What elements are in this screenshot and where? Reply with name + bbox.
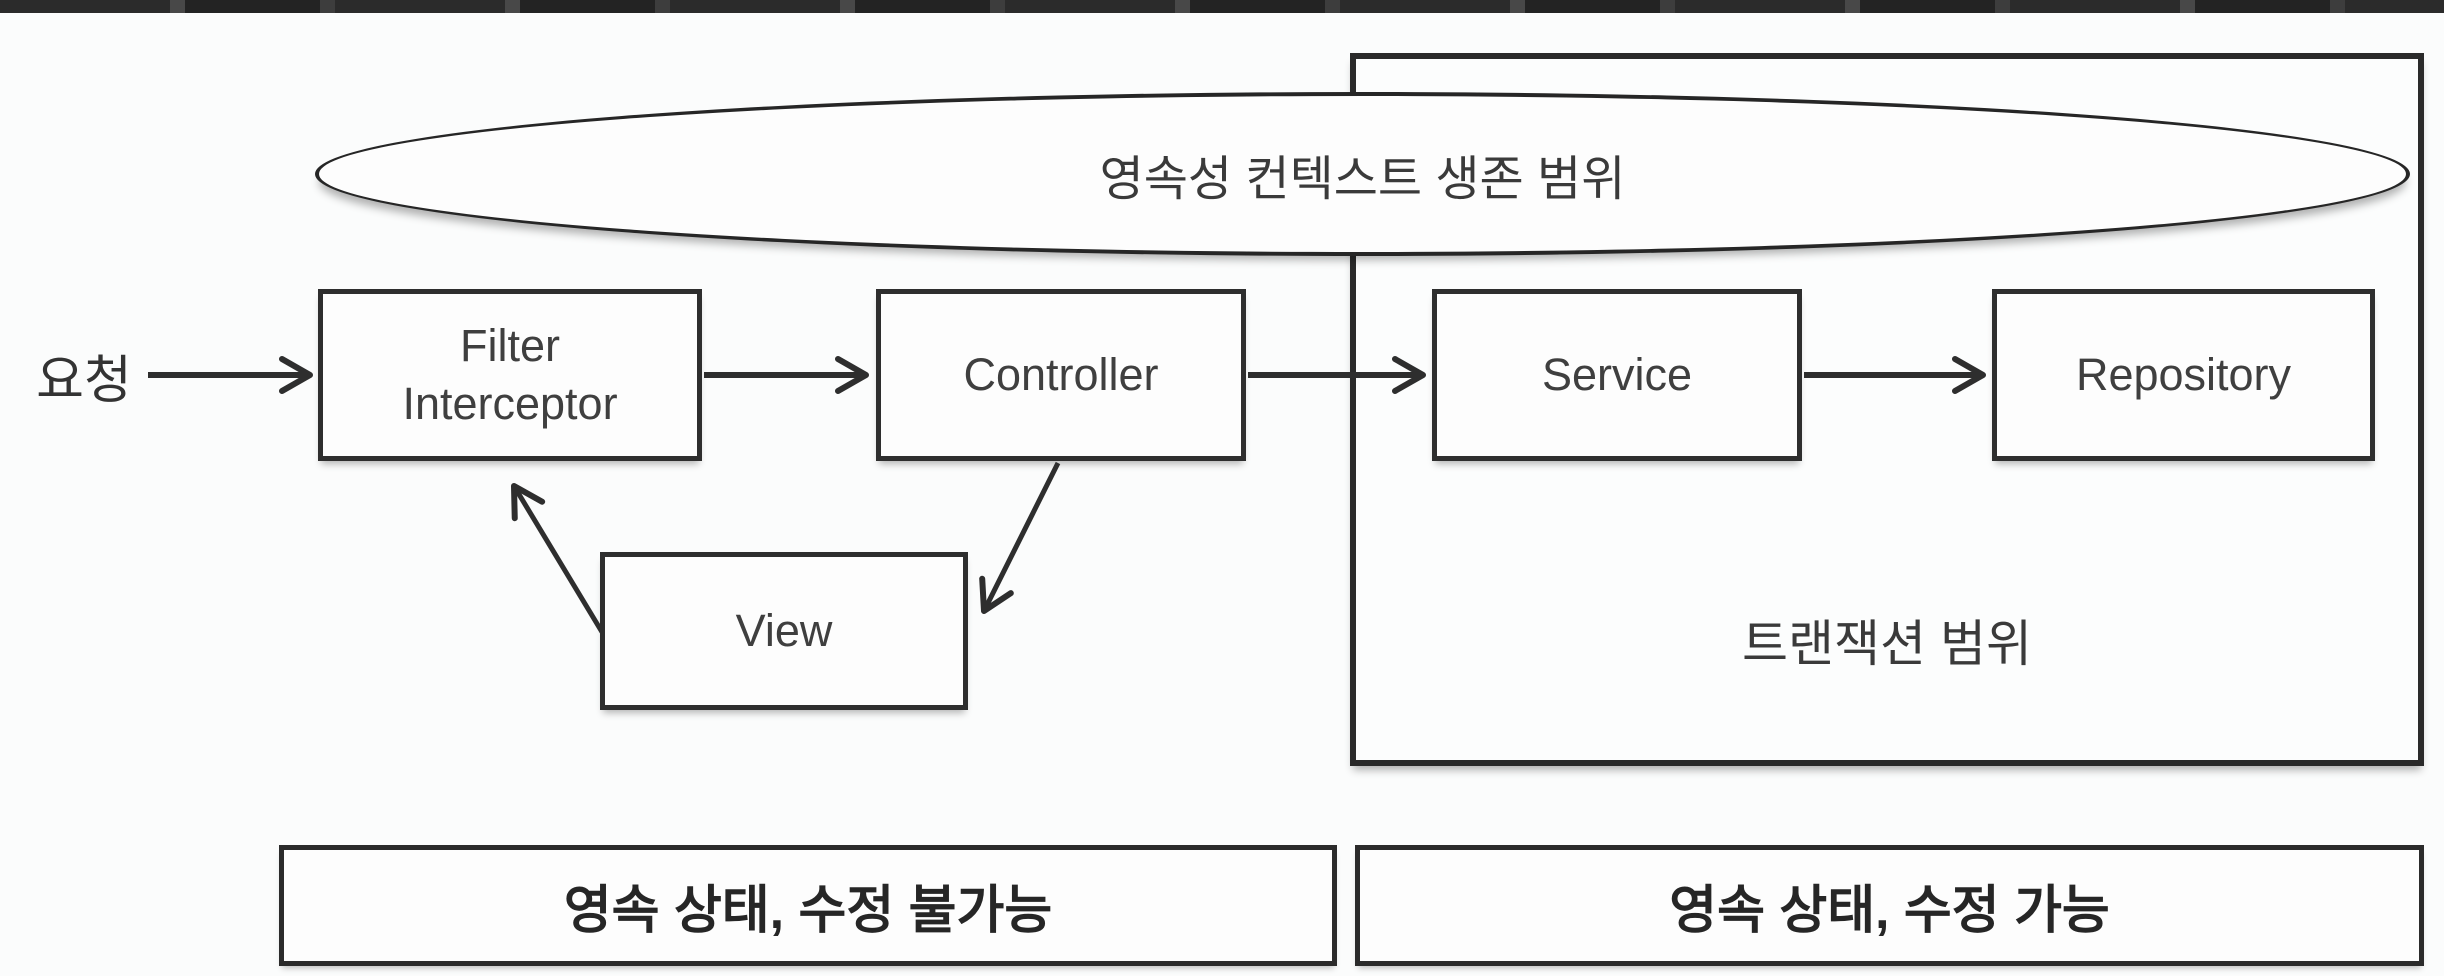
legend-left-box: 영속 상태, 수정 불가능 <box>279 845 1337 966</box>
legend-left-label: 영속 상태, 수정 불가능 <box>563 882 1053 940</box>
arrow-controller-to-view <box>979 461 1061 614</box>
legend-right-label: 영속 상태, 수정 가능 <box>1669 882 2110 940</box>
controller-label: Controller <box>963 348 1159 400</box>
filter-interceptor-label-line2: Interceptor <box>402 378 618 429</box>
view-box: View <box>600 552 968 710</box>
controller-box: Controller <box>876 289 1246 461</box>
transaction-scope-label: 트랜잭션 범위 <box>1742 616 2032 672</box>
repository-label: Repository <box>2075 348 2292 400</box>
view-label: View <box>735 604 833 656</box>
persistence-context-ellipse: 영속성 컨텍스트 생존 범위 <box>315 92 2410 256</box>
persistence-context-label: 영속성 컨텍스트 생존 범위 <box>1099 153 1626 206</box>
top-border-bar <box>0 0 2444 13</box>
request-label: 요청 <box>36 352 132 410</box>
filter-interceptor-label-line1: Filter <box>460 319 560 371</box>
repository-box: Repository <box>1992 289 2375 461</box>
filter-interceptor-box: Filter Interceptor <box>318 289 702 461</box>
service-box: Service <box>1432 289 1802 461</box>
arrow-view-to-filter <box>511 483 605 634</box>
service-label: Service <box>1541 348 1693 400</box>
legend-right-box: 영속 상태, 수정 가능 <box>1355 845 2424 966</box>
